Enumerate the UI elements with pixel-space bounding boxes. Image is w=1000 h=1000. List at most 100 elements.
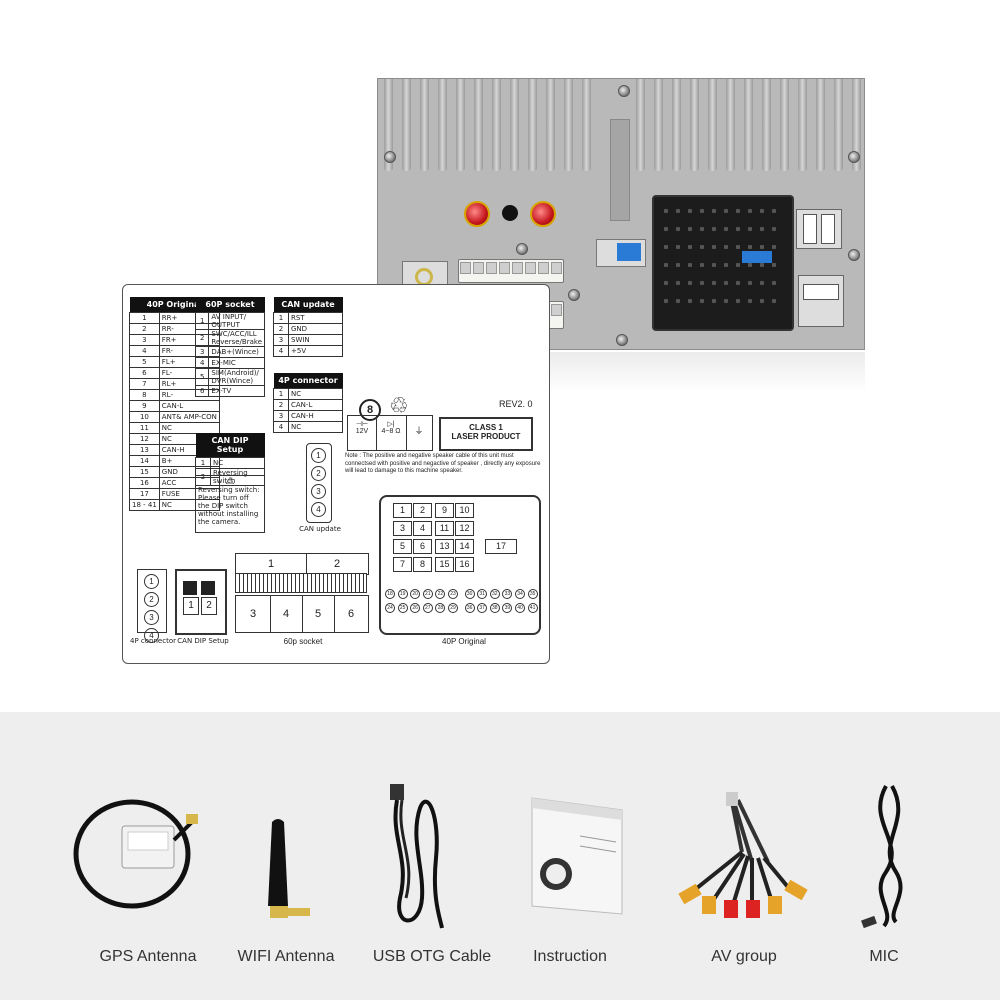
4p-connector-caption: 4P connector <box>130 637 176 645</box>
usb-port <box>798 275 844 327</box>
pin-function: SWC/ACC/ILL Reverse/Brake <box>208 329 265 347</box>
heatsink-fin <box>852 79 861 171</box>
pin-circle-small: 24 <box>385 603 395 613</box>
60p-top-block: 1 2 <box>235 553 369 575</box>
reversing-warning: ⚠ Reversing switch: Please turn off the … <box>195 475 265 533</box>
connector-pin <box>664 281 668 285</box>
pin-circle-small: 18 <box>385 589 395 599</box>
pin-number: 4 <box>273 345 289 357</box>
connector-pin <box>760 245 764 249</box>
connector-pin <box>772 299 776 303</box>
pin-function: RST <box>288 312 343 324</box>
pin-number: 4 <box>273 421 289 433</box>
blue-fuse <box>742 251 772 263</box>
av-cable-group-icon <box>678 792 808 918</box>
pin-function: NC <box>158 422 220 434</box>
pin-cell: 13 <box>435 539 454 554</box>
connector-pin <box>664 209 668 213</box>
heatsink-fin <box>726 79 735 171</box>
speaker-note: Note : The positive and negative speaker… <box>345 453 541 474</box>
pin-number: 1 <box>273 388 289 400</box>
connector-pin <box>712 227 716 231</box>
connector-pin <box>676 227 680 231</box>
pin-cell: 4 <box>413 521 432 536</box>
pin-function: AV INPUT/ OUTPUT <box>208 312 265 330</box>
pin-circle-small: 23 <box>448 589 458 599</box>
pin-circle-small: 37 <box>477 603 488 613</box>
speaker-impedance-icon: ▷|4~8 Ω <box>376 416 407 450</box>
aux-hole <box>502 205 518 221</box>
disposal-8-icon: 8 <box>359 399 381 421</box>
heatsink-fin <box>528 79 537 171</box>
connector-pin <box>676 245 680 249</box>
heatsink-fin <box>456 79 465 171</box>
table-title: 4P connector <box>273 373 343 389</box>
pin-number: 13 <box>129 444 160 456</box>
heatsink-fin <box>834 79 843 171</box>
screw-icon <box>516 243 528 255</box>
pin-cell: 8 <box>413 557 432 572</box>
table-title: CAN update <box>273 297 343 313</box>
dip-num-2: 2 <box>201 597 217 615</box>
pin-circle: 1 <box>311 448 326 463</box>
pin-number: 3 <box>129 334 160 346</box>
pin-number: 2 <box>273 323 289 335</box>
40p-main-connector <box>652 195 794 331</box>
heatsink-fin <box>546 79 555 171</box>
connector-pin <box>772 209 776 213</box>
pin-circle: 3 <box>144 610 159 625</box>
pin-function: Reversing switch <box>210 468 265 486</box>
rca-red-jack <box>464 201 490 227</box>
pin-circle-small: 31 <box>477 589 488 599</box>
connector-pin <box>736 227 740 231</box>
60p-bottom-block: 3 4 5 6 <box>235 595 369 633</box>
60p-connector-top <box>458 259 564 283</box>
socket-3-label: 3 <box>236 596 271 632</box>
pin-cell: 1 <box>393 503 412 518</box>
accessory-label-wifi-antenna: WIFI Antenna <box>237 948 335 965</box>
connector-pin <box>772 227 776 231</box>
pin-cell: 5 <box>393 539 412 554</box>
pin-cell: 2 <box>413 503 432 518</box>
pin-cell: 10 <box>455 503 474 518</box>
pin-cell: 3 <box>393 521 412 536</box>
warning-icon: ⚠ <box>225 476 235 487</box>
connector-pin <box>688 227 692 231</box>
pin-number: 17 <box>129 488 160 500</box>
gps-antenna-icon <box>73 799 198 909</box>
dip-num-1: 1 <box>183 597 199 615</box>
pin-circle-small: 29 <box>448 603 458 613</box>
can-dip-caption: CAN DIP Setup <box>177 637 229 645</box>
rca-red-jack <box>530 201 556 227</box>
socket-2-label: 2 <box>333 558 341 570</box>
pin-circle-small: 28 <box>435 603 446 613</box>
usb-otg-cable-icon <box>390 784 444 929</box>
pin-number: 1 <box>195 457 211 469</box>
connector-pin <box>736 209 740 213</box>
wifi-antenna-icon <box>268 819 310 918</box>
revision-text: REV2. 0 <box>499 399 533 409</box>
pin-function: CAN-L <box>288 399 343 411</box>
pin-function: CAN-H <box>288 410 343 422</box>
pin-circle-small: 21 <box>422 589 433 599</box>
dip-switch <box>596 239 646 267</box>
connector-pin <box>700 299 704 303</box>
table-title: CAN DIP Setup <box>195 433 265 458</box>
screw-icon <box>384 151 396 163</box>
heatsink-fin <box>816 79 825 171</box>
table-title: 60P socket <box>195 297 265 313</box>
pin-function: NC <box>288 421 343 433</box>
pin-circle-small: 30 <box>464 589 475 599</box>
mount-bracket <box>610 119 630 221</box>
pin-circle-small: 40 <box>515 603 525 613</box>
connector-pin <box>724 209 728 213</box>
